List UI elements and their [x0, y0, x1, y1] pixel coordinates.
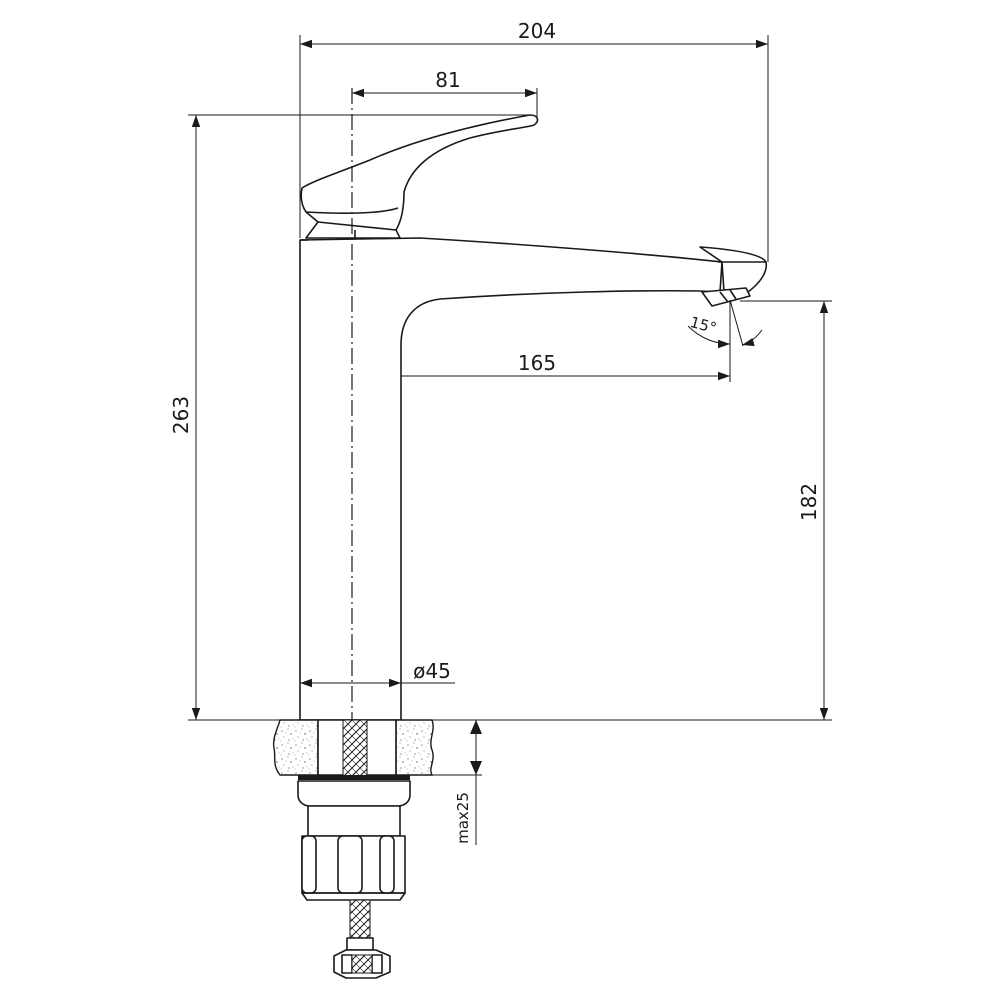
- spout-angle-label: 15°: [688, 313, 718, 337]
- dimension-max-countertop: max25: [410, 720, 482, 845]
- sealing-gasket: [298, 775, 410, 780]
- supply-hose-lower: [333, 899, 391, 979]
- total-height-label: 263: [169, 396, 193, 434]
- total-width-label: 204: [518, 19, 556, 43]
- dimension-handle-width: 81: [352, 68, 538, 120]
- supply-hose-upper: [342, 719, 368, 777]
- handle-width-label: 81: [435, 68, 460, 92]
- dimension-body-diameter: ø45: [300, 659, 455, 688]
- countertop-right: [395, 719, 434, 776]
- mounting-nut: [297, 780, 411, 901]
- max-countertop-label: max25: [454, 792, 472, 844]
- dimension-total-width: 204: [299, 19, 769, 262]
- faucet-body: [299, 237, 768, 721]
- countertop-left: [272, 719, 319, 776]
- spout-reach-label: 165: [518, 351, 556, 375]
- dimension-spout-angle: 15°: [687, 299, 763, 349]
- faucet-handle: [300, 114, 539, 239]
- countertop-section: [272, 719, 434, 780]
- dimension-spout-height: 182: [480, 300, 832, 721]
- spout-height-label: 182: [797, 483, 821, 521]
- body-diameter-label: ø45: [413, 659, 451, 683]
